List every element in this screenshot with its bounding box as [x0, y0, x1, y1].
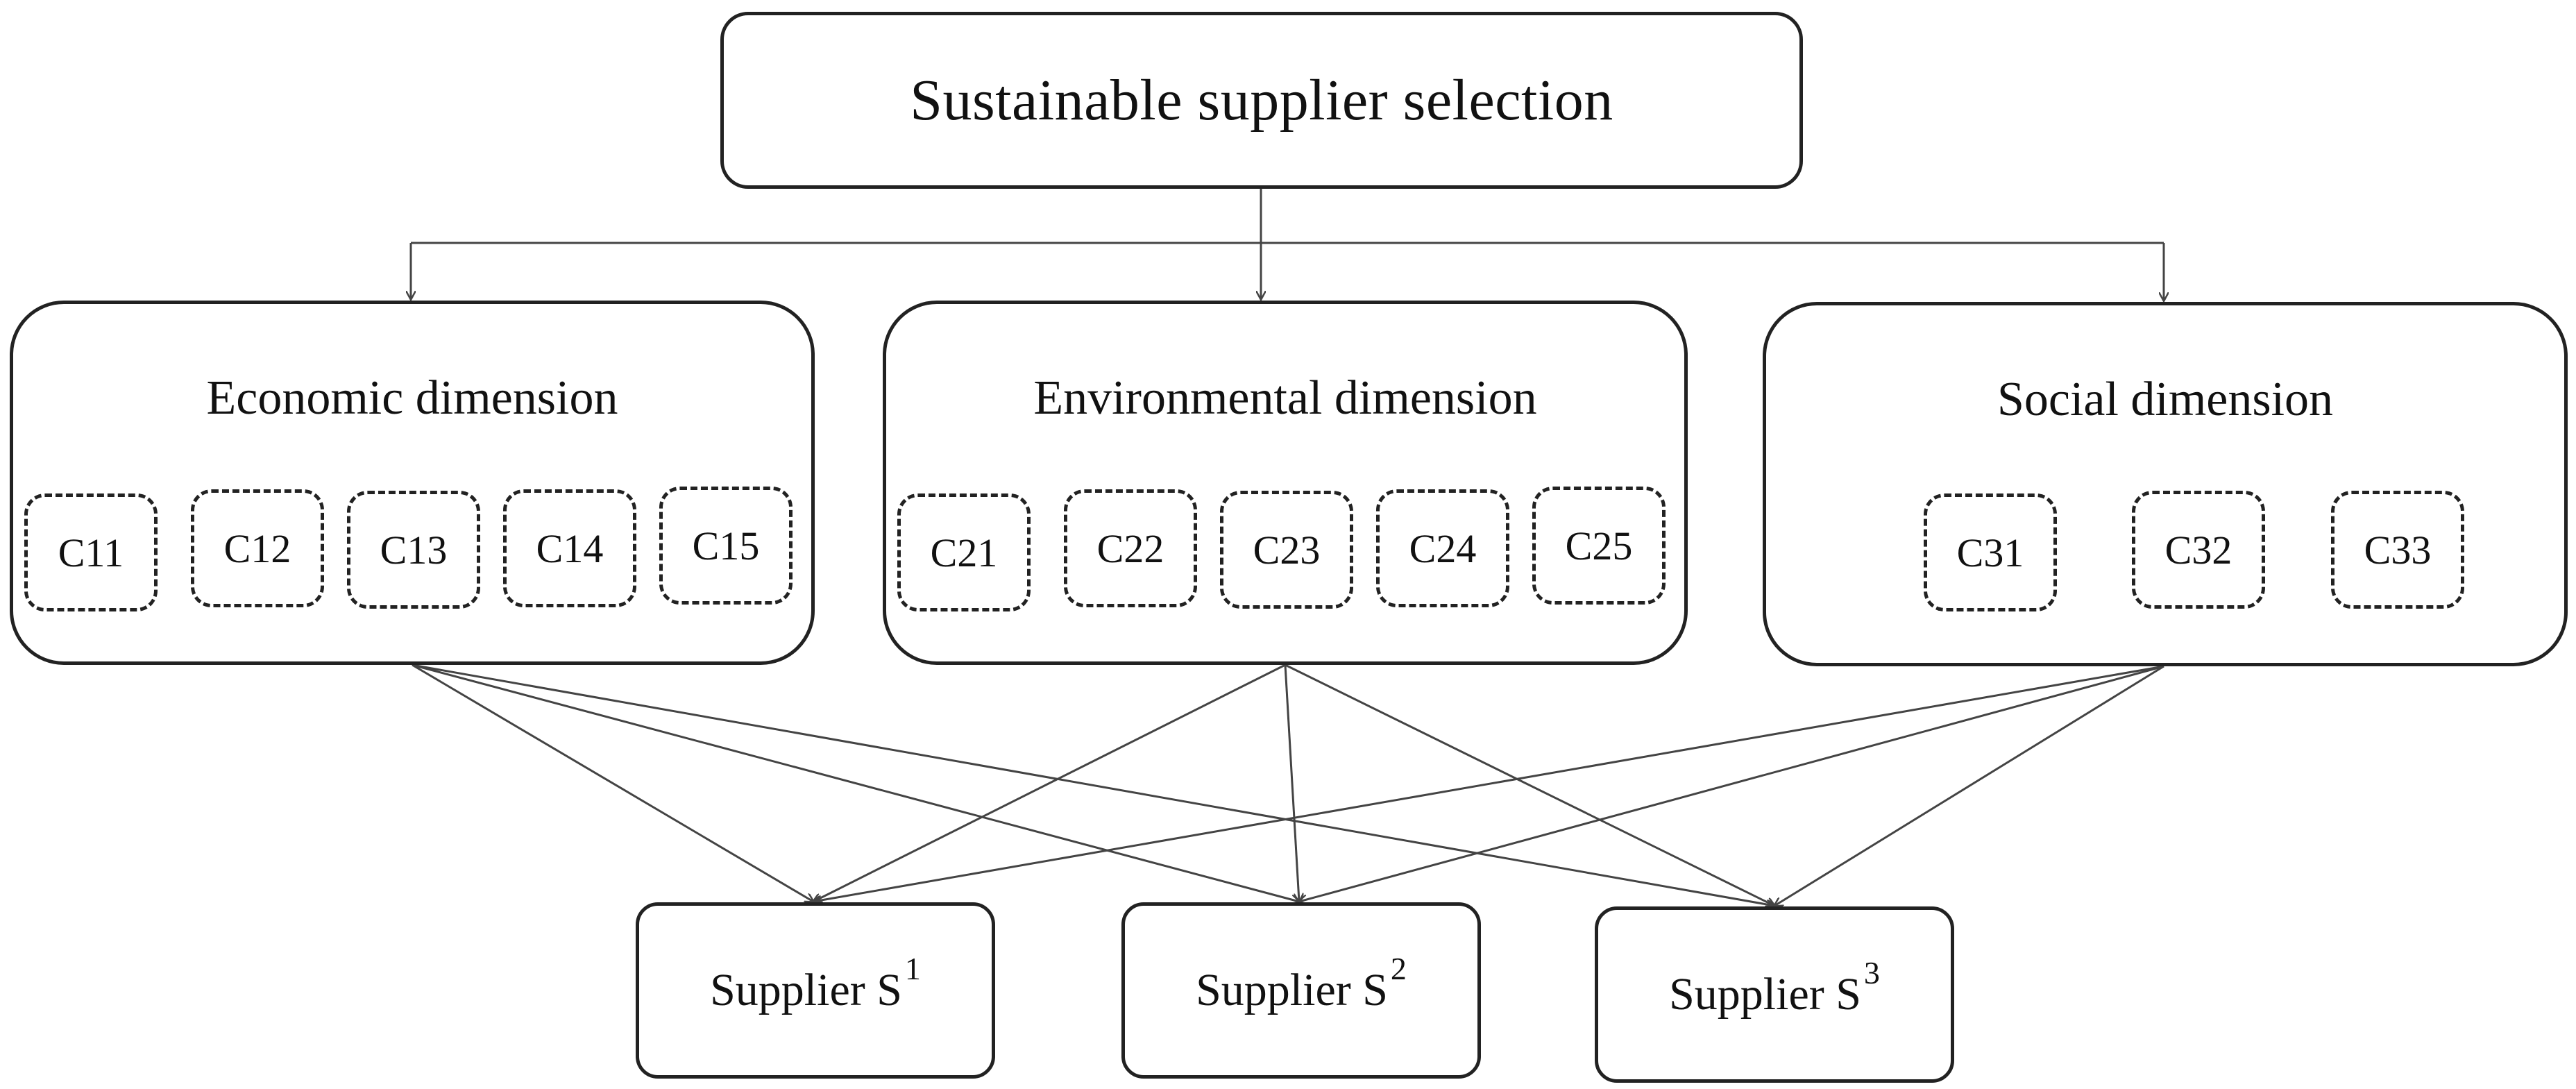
- economic-dimension-title: Economic dimension: [206, 371, 618, 425]
- environmental-dimension-box: Environmental dimension C21 C22 C23 C24 …: [883, 301, 1688, 665]
- criterion-c23: C23: [1220, 491, 1353, 609]
- root-label: Sustainable supplier selection: [910, 68, 1613, 133]
- criterion-c12: C12: [191, 489, 324, 607]
- root-node: Sustainable supplier selection: [720, 12, 1803, 189]
- arrow-social-to-supplier-2: [1299, 665, 2164, 902]
- economic-dimension-box: Economic dimension C11 C12 C13 C14 C15: [10, 301, 815, 665]
- arrow-environmental-to-supplier-1: [813, 664, 1286, 902]
- arrow-environmental-to-supplier-3: [1285, 664, 1774, 906]
- arrow-economic-to-supplier-2: [412, 664, 1299, 902]
- arrow-economic-to-supplier-1: [412, 664, 813, 902]
- criterion-c15: C15: [659, 487, 793, 605]
- criterion-c13: C13: [347, 491, 480, 609]
- environmental-dimension-title: Environmental dimension: [1033, 371, 1537, 425]
- criterion-c21: C21: [897, 493, 1031, 611]
- social-dimension-box: Social dimension C31 C32 C33: [1763, 302, 2568, 666]
- social-dimension-title: Social dimension: [1997, 373, 2334, 426]
- supplier-2-index: 2: [1390, 950, 1407, 986]
- arrow-environmental-to-supplier-2: [1284, 664, 1299, 902]
- arrow-social-to-supplier-1: [813, 665, 2164, 902]
- criterion-c22: C22: [1064, 489, 1197, 607]
- supplier-1-index: 1: [904, 950, 921, 986]
- supplier-1-label: Supplier S: [710, 965, 902, 1015]
- supplier-3-index: 3: [1863, 954, 1880, 990]
- supplier-3-label: Supplier S: [1669, 969, 1861, 1020]
- criterion-c33: C33: [2331, 491, 2464, 609]
- criterion-c24: C24: [1376, 489, 1509, 607]
- criterion-c14: C14: [503, 489, 636, 607]
- criterion-c31: C31: [1924, 493, 2057, 611]
- supplier-2-label: Supplier S: [1196, 965, 1388, 1015]
- criterion-c32: C32: [2132, 491, 2265, 609]
- arrow-social-to-supplier-3: [1774, 665, 2164, 906]
- arrow-economic-to-supplier-3: [412, 664, 1774, 906]
- criterion-c11: C11: [24, 493, 158, 611]
- criterion-c25: C25: [1532, 487, 1666, 605]
